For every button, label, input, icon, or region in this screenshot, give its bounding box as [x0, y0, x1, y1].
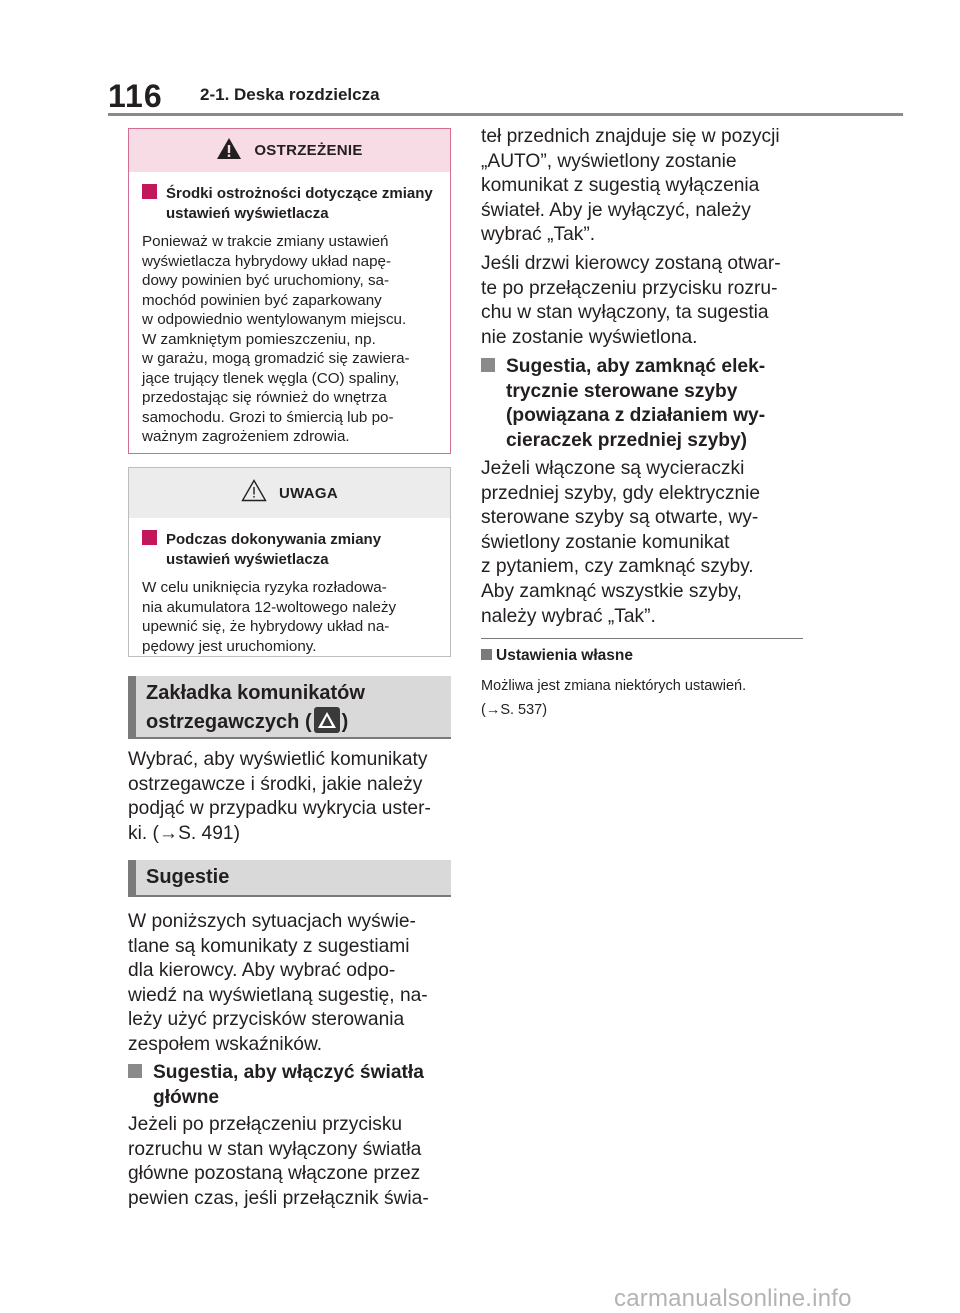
warning-triangle-icon — [216, 137, 242, 165]
warning-title: OSTRZEŻENIE — [254, 142, 363, 159]
square-bullet-icon — [142, 530, 157, 545]
caution-header: UWAGA — [129, 468, 450, 518]
suggestion-windows-text: Jeżeli włączone są wycieraczki przedniej… — [481, 458, 761, 627]
square-bullet-icon — [481, 649, 492, 660]
custom-settings-link[interactable]: (→S. 537) — [481, 702, 548, 718]
warning-tab-heading: Zakładka komunikatów ostrzegawczych () — [128, 676, 451, 739]
header-rule — [108, 113, 903, 116]
warning-tab-text: Wybrać, aby wyświetlić komunikaty ostrze… — [128, 749, 431, 844]
warning-box: OSTRZEŻENIE Środki ostrożności dotyczące… — [128, 128, 451, 454]
square-bullet-icon — [142, 184, 157, 199]
warning-header: OSTRZEŻENIE — [129, 129, 450, 172]
warning-tab-icon — [313, 707, 340, 733]
caution-triangle-icon — [241, 479, 267, 507]
custom-settings-text: Możliwa jest zmiana niektórych ustawień. — [481, 678, 747, 694]
page-number: 116 — [108, 78, 163, 114]
square-bullet-icon — [481, 358, 495, 372]
notes-divider — [481, 638, 803, 639]
suggestion-headlights-text-cont: teł przednich znajduje się w pozycji „AU… — [481, 126, 780, 246]
suggestions-heading: Sugestie — [128, 860, 451, 897]
square-bullet-icon — [128, 1064, 142, 1078]
warning-text: Ponieważ w trakcie zmiany ustawień wyświ… — [142, 233, 410, 445]
warning-subheading: Środki ostrożności dotyczące zmiany usta… — [142, 184, 441, 224]
caution-subheading: Podczas dokonywania zmiany ustawień wyśw… — [142, 530, 441, 570]
section-title: 2-1. Deska rozdzielcza — [200, 85, 380, 104]
caution-text: W celu uniknięcia ryzyka rozładowa- nia … — [142, 579, 397, 655]
suggestion-headlights-text: Jeżeli po przełączeniu przycisku rozruch… — [128, 1114, 429, 1209]
suggestions-intro: W poniższych sytuacjach wyświe- tlane są… — [128, 911, 428, 1055]
custom-settings-title: Ustawienia własne — [481, 647, 633, 665]
suggestion-windows-title: Sugestia, aby zamknąć elek- trycznie ste… — [481, 355, 765, 453]
suggestion-headlights-title: Sugestia, aby włączyć światła główne — [128, 1061, 424, 1110]
caution-box: UWAGA Podczas dokonywania zmiany ustawie… — [128, 467, 451, 657]
suggestion-headlights-text-2: Jeśli drzwi kierowcy zostaną otwar- te p… — [481, 253, 781, 348]
caution-title: UWAGA — [279, 484, 338, 502]
watermark: carmanualsonline.info — [614, 1285, 852, 1312]
